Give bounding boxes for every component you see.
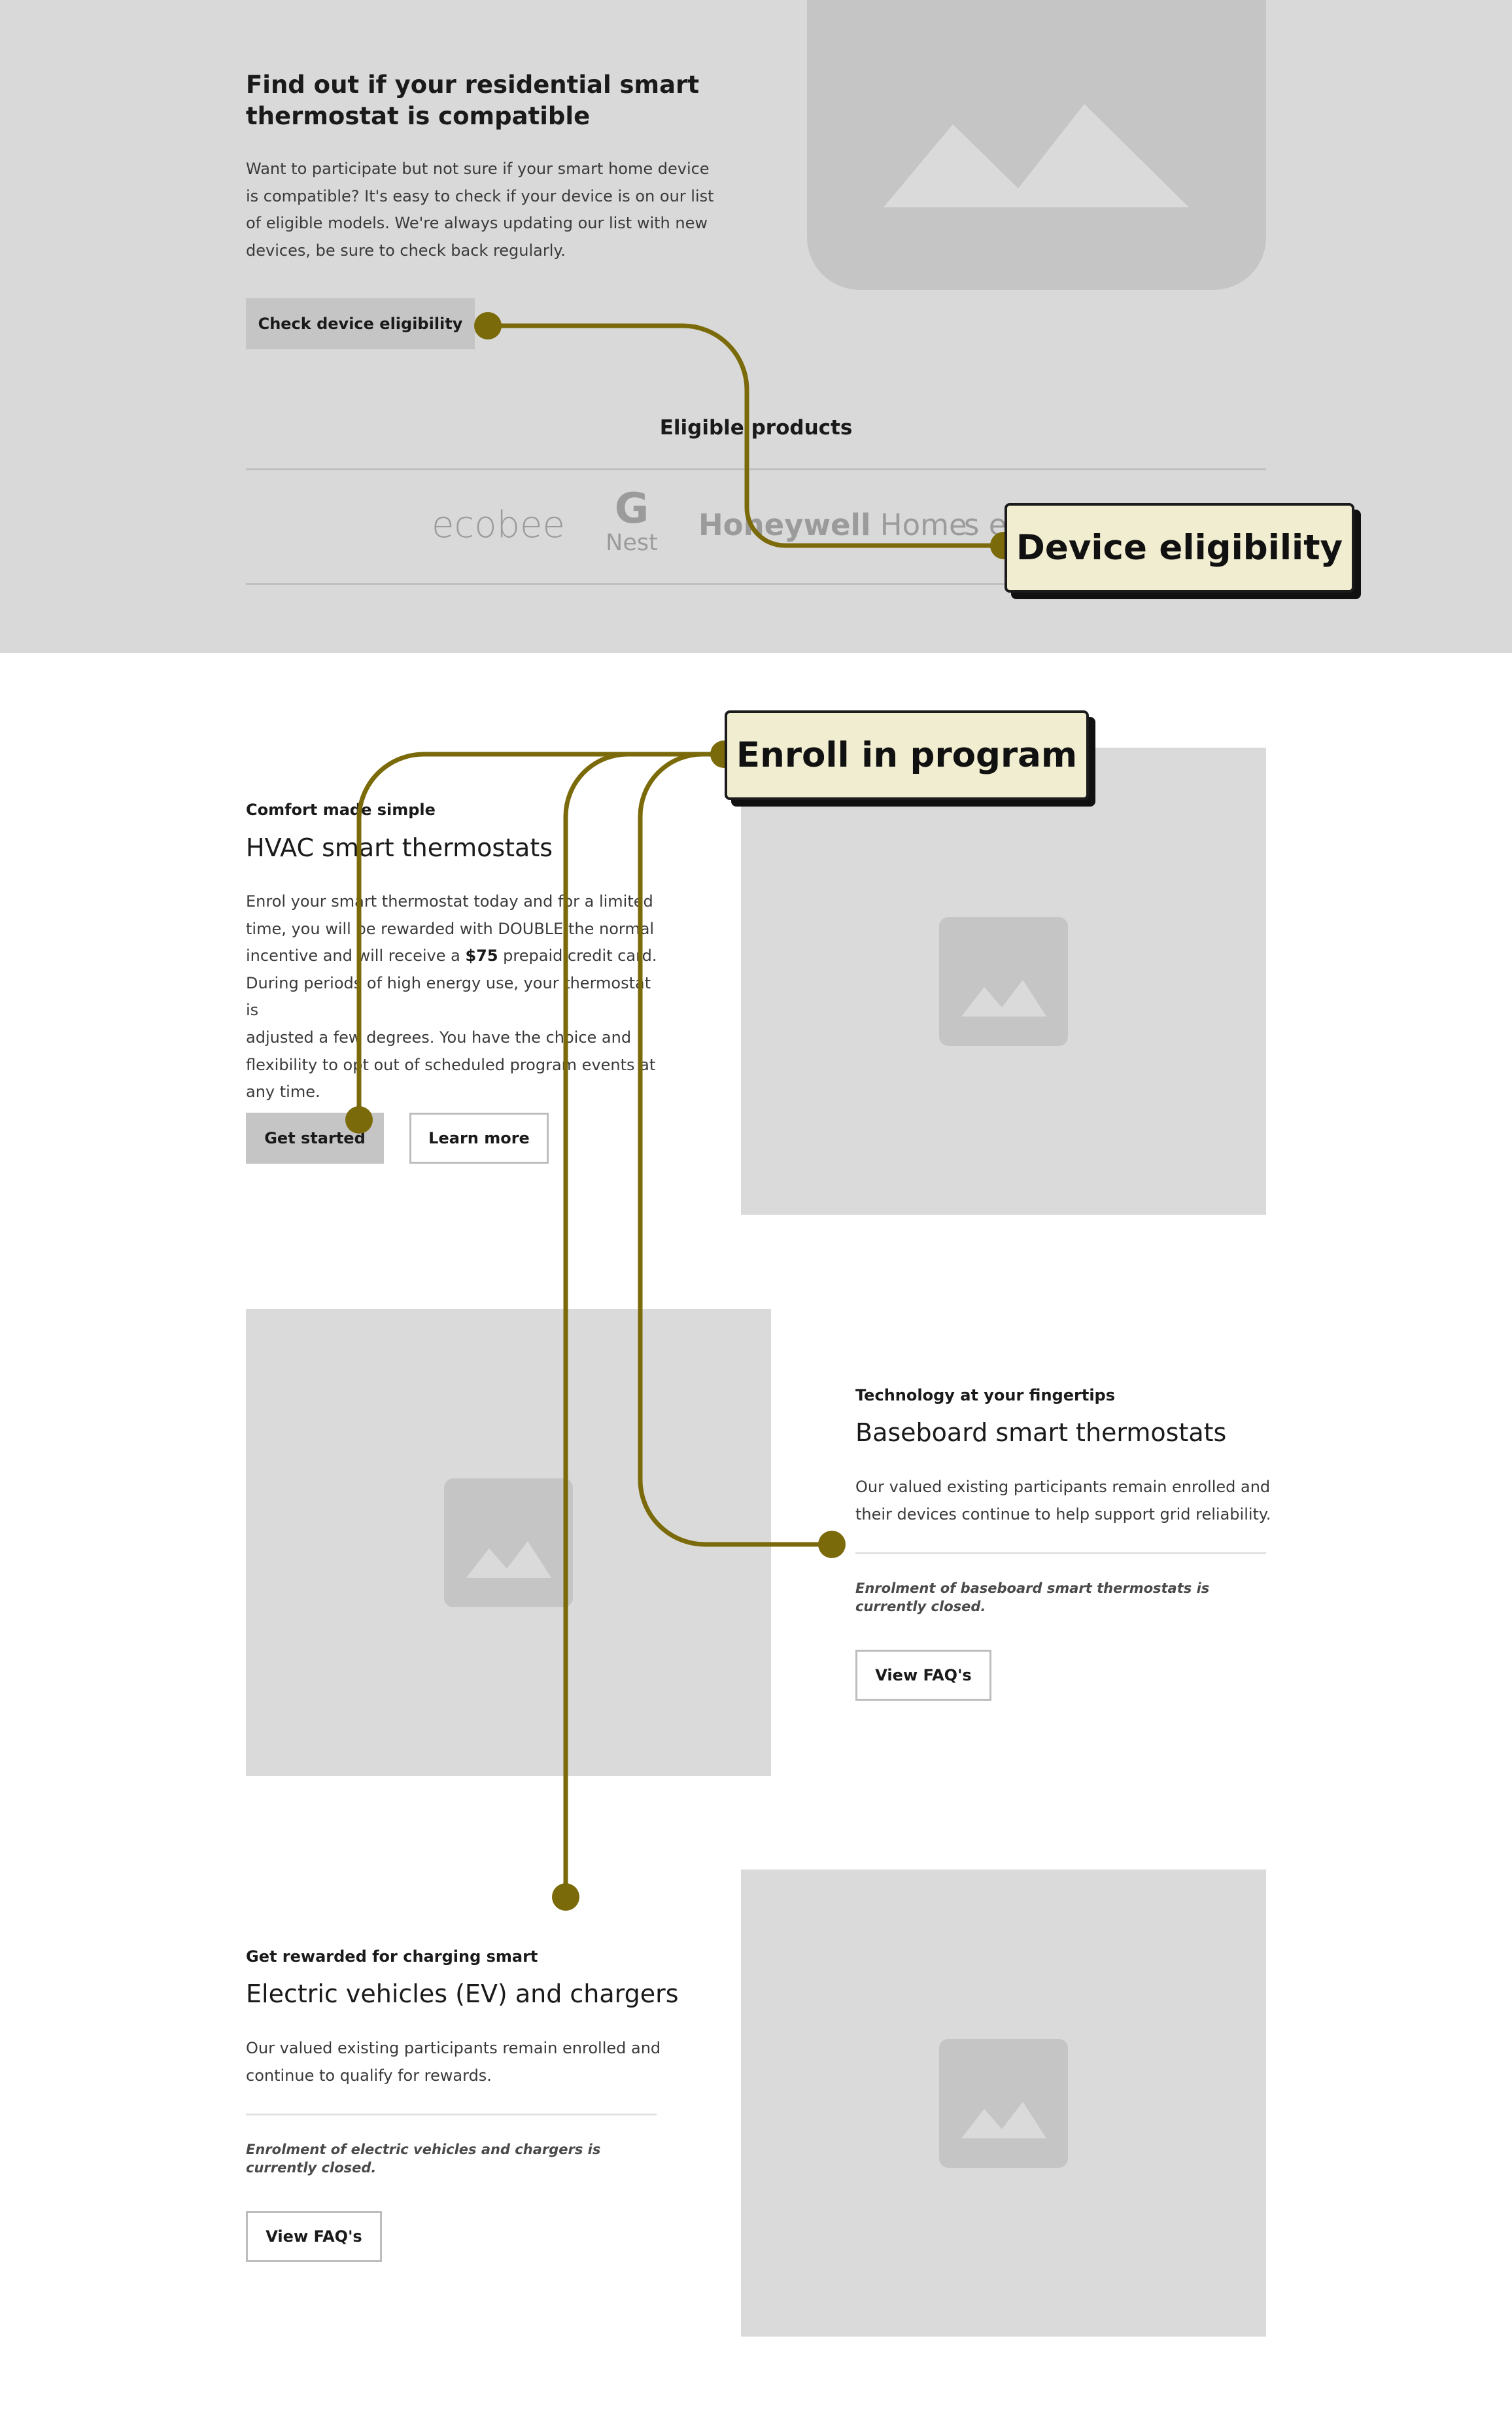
eligible-products-heading: Eligible products: [659, 416, 853, 440]
image-icon: [939, 917, 1068, 1046]
image-icon: [939, 2039, 1068, 2168]
device-eligibility-connector: [488, 323, 1004, 548]
connector-dot: [818, 1531, 846, 1558]
ecobee-logo: ecobee: [432, 504, 565, 546]
eligibility-description: Want to participate but not sure if your…: [246, 160, 714, 260]
baseboard-divider: [855, 1552, 1266, 1554]
enroll-connector-hvac: [356, 752, 724, 1120]
hvac-title: HVAC smart thermostats: [246, 833, 553, 862]
honeywell-home-logo: Honeywell Home: [698, 508, 967, 542]
connector-dot: [345, 1106, 373, 1134]
hvac-eyebrow: Comfort made simple: [246, 801, 436, 819]
products-divider-top: [246, 468, 1266, 470]
enroll-connector-baseboard: [638, 752, 832, 1547]
image-icon: [444, 1478, 573, 1607]
hero-image-placeholder: [807, 0, 1266, 290]
ev-divider: [246, 2114, 657, 2115]
baseboard-description: Our valued existing participants remain …: [855, 1478, 1271, 1523]
products-divider-bottom: [246, 583, 1266, 585]
enroll-connector-ev: [563, 752, 724, 1897]
device-eligibility-label: Device eligibility: [1005, 503, 1354, 593]
connector-dot: [474, 312, 502, 339]
hvac-image-placeholder: [741, 748, 1266, 1215]
ev-eyebrow: Get rewarded for charging smart: [246, 1947, 538, 1966]
check-device-eligibility-button[interactable]: Check device eligibility: [246, 298, 475, 349]
baseboard-eyebrow: Technology at your fingertips: [855, 1386, 1116, 1404]
hvac-description: Enrol your smart thermostat today and fo…: [246, 892, 657, 1102]
eligibility-title: Find out if your residential smart therm…: [246, 71, 700, 130]
ev-closed-note: Enrolment of electric vehicles and charg…: [246, 2142, 601, 2176]
ev-view-faqs-button[interactable]: View FAQ's: [246, 2211, 382, 2262]
mountain-image-icon: [884, 104, 1189, 207]
connector-dot: [552, 1883, 579, 1911]
learn-more-button[interactable]: Learn more: [409, 1113, 549, 1164]
nest-logo: G Nest: [606, 485, 658, 556]
enroll-in-program-label: Enroll in program: [725, 710, 1089, 800]
baseboard-view-faqs-button[interactable]: View FAQ's: [855, 1650, 991, 1701]
ev-title: Electric vehicles (EV) and chargers: [246, 1979, 679, 2008]
baseboard-title: Baseboard smart thermostats: [855, 1418, 1227, 1447]
ev-description: Our valued existing participants remain …: [246, 2039, 661, 2085]
baseboard-closed-note: Enrolment of baseboard smart thermostats…: [855, 1580, 1210, 1614]
ev-image-placeholder: [741, 1870, 1266, 2337]
